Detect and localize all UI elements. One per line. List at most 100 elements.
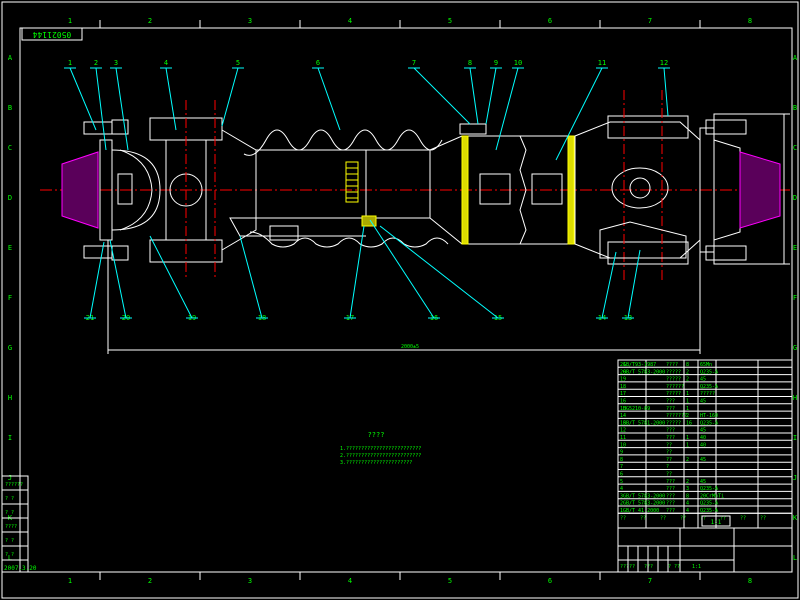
id-code: 05021144 xyxy=(33,30,72,39)
bom-no: 20 xyxy=(620,369,626,375)
bom-name: ????? xyxy=(666,377,681,383)
right-bolt-top xyxy=(705,119,747,135)
callout-3: 3 xyxy=(114,59,118,67)
bom-qty: 1 xyxy=(686,435,689,441)
bom-code: GB/T 5783-2000 xyxy=(623,493,665,499)
boot-bottom xyxy=(249,231,449,248)
grease-nipple xyxy=(269,225,299,241)
callout-leader xyxy=(221,67,239,127)
bom-header-cell: ?? xyxy=(680,515,686,521)
bom-no: 4 xyxy=(620,486,623,492)
bom-mat: 45 xyxy=(700,479,706,485)
callout-8: 8 xyxy=(468,59,472,67)
bom-code: GB/T 5783-2000 xyxy=(623,369,665,375)
break-line xyxy=(519,135,527,245)
grid-col-top: 5 xyxy=(448,17,452,25)
bom-name: ?????? xyxy=(666,384,684,390)
bom-mat: Q235-A xyxy=(700,420,718,426)
bom-name: ??? xyxy=(666,435,675,441)
bom-no: 21 xyxy=(620,362,626,368)
bom-no: 19 xyxy=(620,377,626,383)
bom-header-cell: ?? xyxy=(740,515,746,521)
callout-leader xyxy=(627,249,641,319)
bearing-cap-top-2 xyxy=(607,115,689,139)
left-block-text: ? ? xyxy=(5,510,14,516)
grid-col-bottom: 7 xyxy=(648,577,652,585)
grid-col-bottom: 6 xyxy=(548,577,552,585)
grid-row-left: H xyxy=(8,394,12,402)
bom-name: ??? xyxy=(666,406,675,412)
grid-row-left: A xyxy=(8,54,13,62)
bom-name: ?? xyxy=(666,450,672,456)
left-yoke-curve xyxy=(111,149,161,231)
bom-name: ??? xyxy=(666,428,675,434)
bom-code: GB/T93-1987 xyxy=(623,362,656,368)
callout-leader xyxy=(555,67,603,161)
bom-name: ????? xyxy=(666,420,681,426)
grid-row-right: D xyxy=(793,194,797,202)
callout-leader xyxy=(485,67,497,125)
bom-no: 17 xyxy=(620,391,626,397)
grid-row-right: J xyxy=(793,474,797,482)
bom-no: 3 xyxy=(620,493,623,499)
callout-leader xyxy=(663,67,669,117)
callout-leader xyxy=(413,67,471,125)
bom-name: ??? xyxy=(666,508,675,514)
callout-leader xyxy=(379,225,499,319)
bom-header-cell: ?? xyxy=(700,515,706,521)
seal-ring xyxy=(361,215,377,227)
grid-col-bottom: 4 xyxy=(348,577,352,585)
bearing-cap-bottom-2 xyxy=(607,241,689,265)
bom-mat: 65Mn xyxy=(700,362,712,368)
left-info-block xyxy=(1,475,29,573)
left-hub xyxy=(117,173,133,205)
left-flange-plate xyxy=(99,139,113,241)
bom-no: 11 xyxy=(620,435,626,441)
left-block-text: ? ? xyxy=(5,552,14,558)
left-block-text: ???? xyxy=(5,524,17,530)
left-bolt-top xyxy=(83,121,113,135)
scale-text: 1:1 xyxy=(711,519,722,526)
bom-no: 1 xyxy=(620,508,623,514)
id-code-box xyxy=(21,27,83,41)
bom-qty: 4 xyxy=(686,508,689,514)
note-line: 1.????????????????????????? xyxy=(340,446,421,452)
grid-row-left: J xyxy=(8,474,12,482)
callout-6: 6 xyxy=(316,59,320,67)
callout-leader xyxy=(317,67,341,131)
cross-center-right xyxy=(629,177,651,199)
grid-row-left: E xyxy=(8,244,12,252)
bom-name: ? xyxy=(666,464,669,470)
callout-leader xyxy=(109,239,127,319)
bom-name: ??????? xyxy=(666,413,687,419)
left-nut-top xyxy=(111,119,129,135)
note-line: 2.????????????????????????? xyxy=(340,453,421,459)
grid-row-left: D xyxy=(8,194,12,202)
callout-10: 10 xyxy=(514,59,522,67)
shaft-lower-hatch xyxy=(229,217,366,237)
left-block-text: ?????? xyxy=(5,482,23,488)
balance-weight xyxy=(459,123,487,135)
grid-row-left: F xyxy=(8,294,12,302)
bom-no: 10 xyxy=(620,442,626,448)
tube-weld-right xyxy=(567,135,575,245)
grid-col-top: 1 xyxy=(68,17,72,25)
bom-code: GB/T 5783-2000 xyxy=(623,501,665,507)
callout-leader xyxy=(115,67,129,151)
bom-mat: 45 xyxy=(700,377,706,383)
bom-name: ?? xyxy=(666,442,672,448)
bom-name: ?? xyxy=(666,457,672,463)
bom-name: ?? xyxy=(666,472,672,478)
left-block-text: ? ? xyxy=(5,538,14,544)
bom-mat: 45 xyxy=(700,428,706,434)
bom-mat: Q235-A xyxy=(700,369,718,375)
bom-no: 8 xyxy=(620,457,623,463)
bom-qty: 2 xyxy=(686,479,689,485)
bom-qty: 1 xyxy=(686,442,689,448)
tb-small: ??? xyxy=(644,564,653,570)
tube-marker-right xyxy=(531,173,563,205)
tube-weld-left xyxy=(461,135,469,245)
grid-col-top: 8 xyxy=(748,17,752,25)
callout-5: 5 xyxy=(236,59,240,67)
